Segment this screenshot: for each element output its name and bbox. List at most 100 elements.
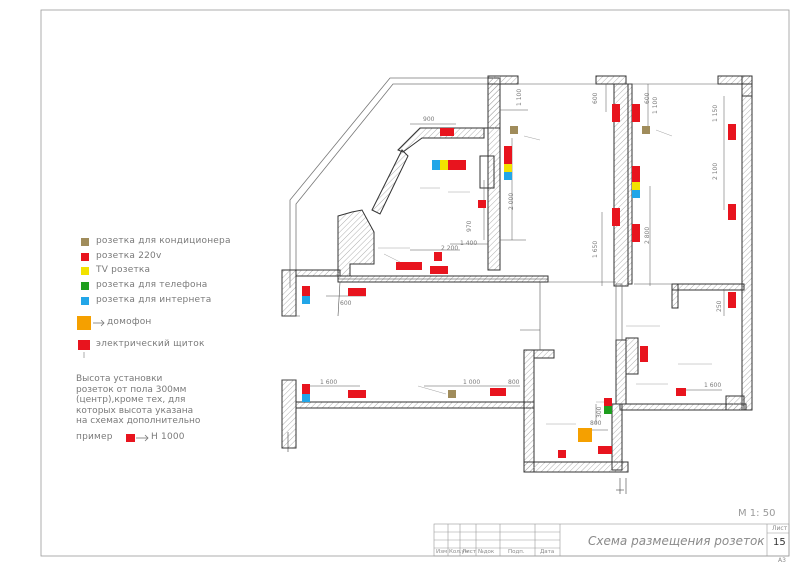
dimension-label: 1 600 [320, 379, 338, 386]
col-data: Дата [540, 549, 555, 555]
drawing-title: Схема размещения розеток [588, 534, 765, 548]
outlet-ac [448, 390, 456, 398]
dimension-label: 800 [590, 420, 602, 427]
outlet-phone [604, 406, 612, 414]
outlet-220v [728, 292, 736, 308]
dimension-label: 1 600 [704, 382, 722, 389]
wall-bath-1 [615, 339, 627, 405]
balcony-outline-inner [295, 83, 488, 288]
intercom [578, 428, 592, 442]
wall-corr-4 [533, 349, 555, 359]
dimension-label: 2 200 [441, 245, 459, 252]
outlet-220v [632, 104, 640, 122]
dimension-label: 2 000 [508, 192, 515, 210]
sheet-format: А3 [778, 557, 786, 564]
dimension-label: 970 [466, 220, 473, 232]
legend-arrowhead-intercom [100, 319, 105, 327]
outlet-220v [612, 208, 620, 226]
outlet-ac [510, 126, 518, 134]
outlet-internet [632, 190, 640, 198]
outlet-220v [440, 128, 454, 136]
dimension-label: 600 [644, 92, 651, 104]
dimension-label: 1 100 [516, 88, 523, 106]
wall-top-1 [487, 75, 519, 85]
legend-swatch-ac [81, 238, 89, 246]
wall-h-lower [295, 401, 535, 409]
dimension-label: 800 [508, 379, 520, 386]
wall-right-top [741, 83, 753, 97]
drawing-scale: М 1: 50 [738, 508, 776, 519]
outlet-220v [430, 266, 448, 274]
outlet-220v [504, 146, 512, 164]
outlet-220v [604, 398, 612, 406]
outlet-220v [598, 446, 612, 454]
legend-swatch-tv [81, 267, 89, 275]
legend-label-panel: электрический щиток [96, 339, 205, 349]
kitchen-wall-left [337, 209, 375, 277]
outlet-internet [504, 172, 512, 180]
dimension-label: 1 650 [592, 240, 599, 258]
kitchen-wall [397, 77, 501, 153]
wall-bath-3 [625, 337, 639, 375]
outlet-220v [434, 252, 442, 261]
wall-corr-2 [523, 461, 629, 473]
dimension-label: 2 100 [712, 162, 719, 180]
outlet-ac [642, 126, 650, 134]
outlet-220v [448, 160, 466, 170]
dimension-label: 900 [423, 116, 435, 123]
wall-bath-4 [671, 283, 679, 309]
dimension-label: 1 000 [463, 379, 481, 386]
dimension-label: 300 [596, 406, 603, 418]
outlet-220v [478, 200, 486, 208]
legend-label-internet: розетка для интернета [96, 295, 212, 305]
legend-label-220v: розетка 220v [96, 251, 162, 261]
col-podp: Подп. [508, 549, 525, 555]
wall-corr-1 [523, 349, 535, 473]
outlet-220v [640, 346, 648, 362]
title-block [433, 523, 790, 557]
walls [281, 75, 753, 473]
dimension-label: 2 800 [644, 226, 651, 244]
legend-label-intercom: домофон [107, 317, 152, 327]
sheet-border [40, 9, 790, 557]
room-lines [282, 83, 718, 381]
wall-h-mid-2 [671, 283, 745, 291]
legend-example-label: пример [76, 432, 113, 442]
wall-left-upper [281, 269, 297, 317]
sheet-label: Лист [772, 525, 788, 532]
legend-example-outlet [126, 434, 135, 442]
sheet-number: 15 [773, 537, 786, 548]
legend-swatch-220v [81, 253, 89, 261]
wall-bath-5 [725, 395, 745, 411]
dimension-label: 250 [716, 300, 723, 312]
wall-bath-2 [615, 283, 623, 341]
outlet-220v [302, 286, 310, 296]
dimension-label: 1 150 [712, 104, 719, 122]
outlet-tv [504, 164, 512, 172]
legend-swatch-panel [78, 340, 90, 350]
outlet-220v [490, 388, 506, 396]
wall-right [741, 75, 753, 411]
outlets [302, 104, 736, 458]
legend-swatch-phone [81, 282, 89, 290]
legend-example-value: Н 1000 [151, 432, 185, 442]
outlet-internet [302, 394, 310, 402]
col-izm: Изм [436, 549, 448, 555]
kitchen-wall-seg [371, 149, 409, 215]
legend-example-arrowhead [144, 434, 149, 442]
outlet-220v [558, 450, 566, 458]
dimension-label: 1 100 [652, 96, 659, 114]
col-kol: Кол.уч [449, 549, 469, 555]
wall-v-1b [479, 155, 495, 189]
dimension-label: 600 [340, 300, 352, 307]
wall-left-mid [295, 269, 341, 277]
legend-swatch-intercom [77, 316, 91, 330]
balcony-outline [289, 77, 488, 288]
outlet-internet [432, 160, 440, 170]
legend-label-tv: TV розетка [96, 265, 151, 275]
wall-top-2 [595, 75, 627, 85]
wall-v-2b [627, 83, 633, 285]
col-list: Лист [462, 549, 476, 555]
outlet-220v [728, 204, 736, 220]
